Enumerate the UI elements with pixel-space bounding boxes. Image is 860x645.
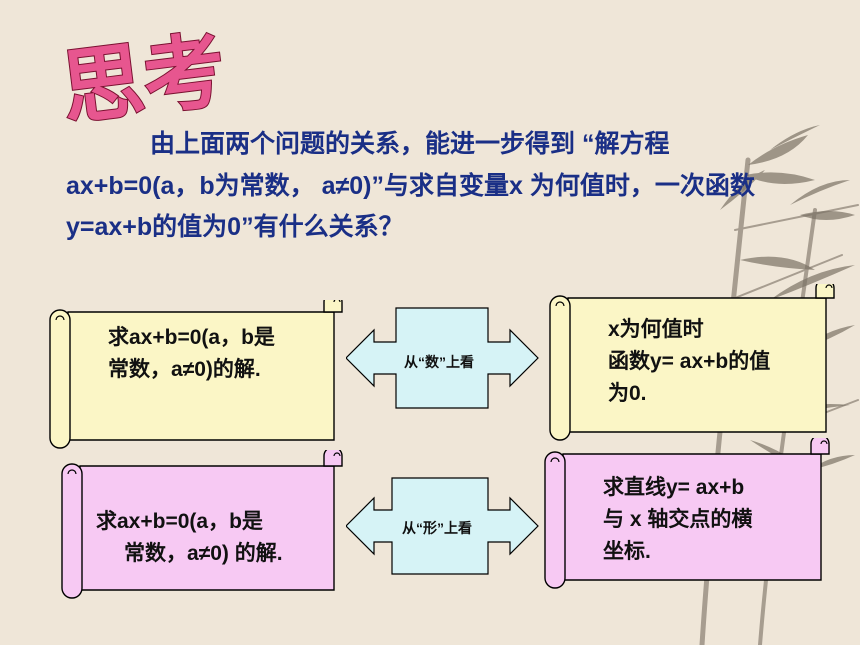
arrow-bottom-label: 从“形”上看 [402, 520, 472, 536]
scroll-bottom-left [61, 450, 343, 599]
title-art: 思考 [55, 22, 231, 130]
question-text: 由上面两个问题的关系，能进一步得到 “解方程ax+b=0(a，b为常数， a≠0… [66, 130, 755, 241]
scroll-bottom-right-line3: 坐标. [603, 540, 651, 563]
scroll-bottom-left-text: 求ax+b=0(a，b是 常数，a≠0) 的解. [96, 506, 283, 570]
scroll-top-right-line1: x为何值时 [608, 318, 704, 341]
arrow-top-label: 从“数”上看 [404, 354, 474, 370]
double-arrow-bottom [346, 477, 539, 575]
scroll-bottom-right-text: 求直线y= ax+b 与 x 轴交点的横 坐标. [603, 472, 752, 568]
scroll-bottom-right-line2: 与 x 轴交点的横 [603, 508, 753, 531]
scroll-top-right-line3: 为0. [608, 382, 647, 405]
scroll-bottom-left-line1: 求ax+b=0(a，b是 [96, 510, 263, 533]
scroll-top-left-line2: 常数，a≠0)的解. [108, 358, 261, 381]
scroll-top-left-text: 求ax+b=0(a，b是 常数，a≠0)的解. [108, 322, 275, 386]
scroll-top-right-text: x为何值时 函数y= ax+b的值 为0. [608, 314, 770, 410]
scroll-top-left-line1: 求ax+b=0(a，b是 [108, 326, 275, 349]
title: 思考 [56, 23, 230, 130]
double-arrow-top [346, 307, 539, 409]
scroll-top-left [49, 300, 343, 449]
scroll-bottom-right-line1: 求直线y= ax+b [603, 476, 745, 499]
scroll-bottom-left-line2: 常数，a≠0) 的解. [124, 542, 283, 565]
scroll-top-right [549, 284, 835, 441]
scroll-top-right-line2: 函数y= ax+b的值 [608, 350, 771, 373]
question-paragraph: 由上面两个问题的关系，能进一步得到 “解方程ax+b=0(a，b为常数， a≠0… [66, 124, 796, 249]
scroll-bottom-right [544, 438, 830, 589]
